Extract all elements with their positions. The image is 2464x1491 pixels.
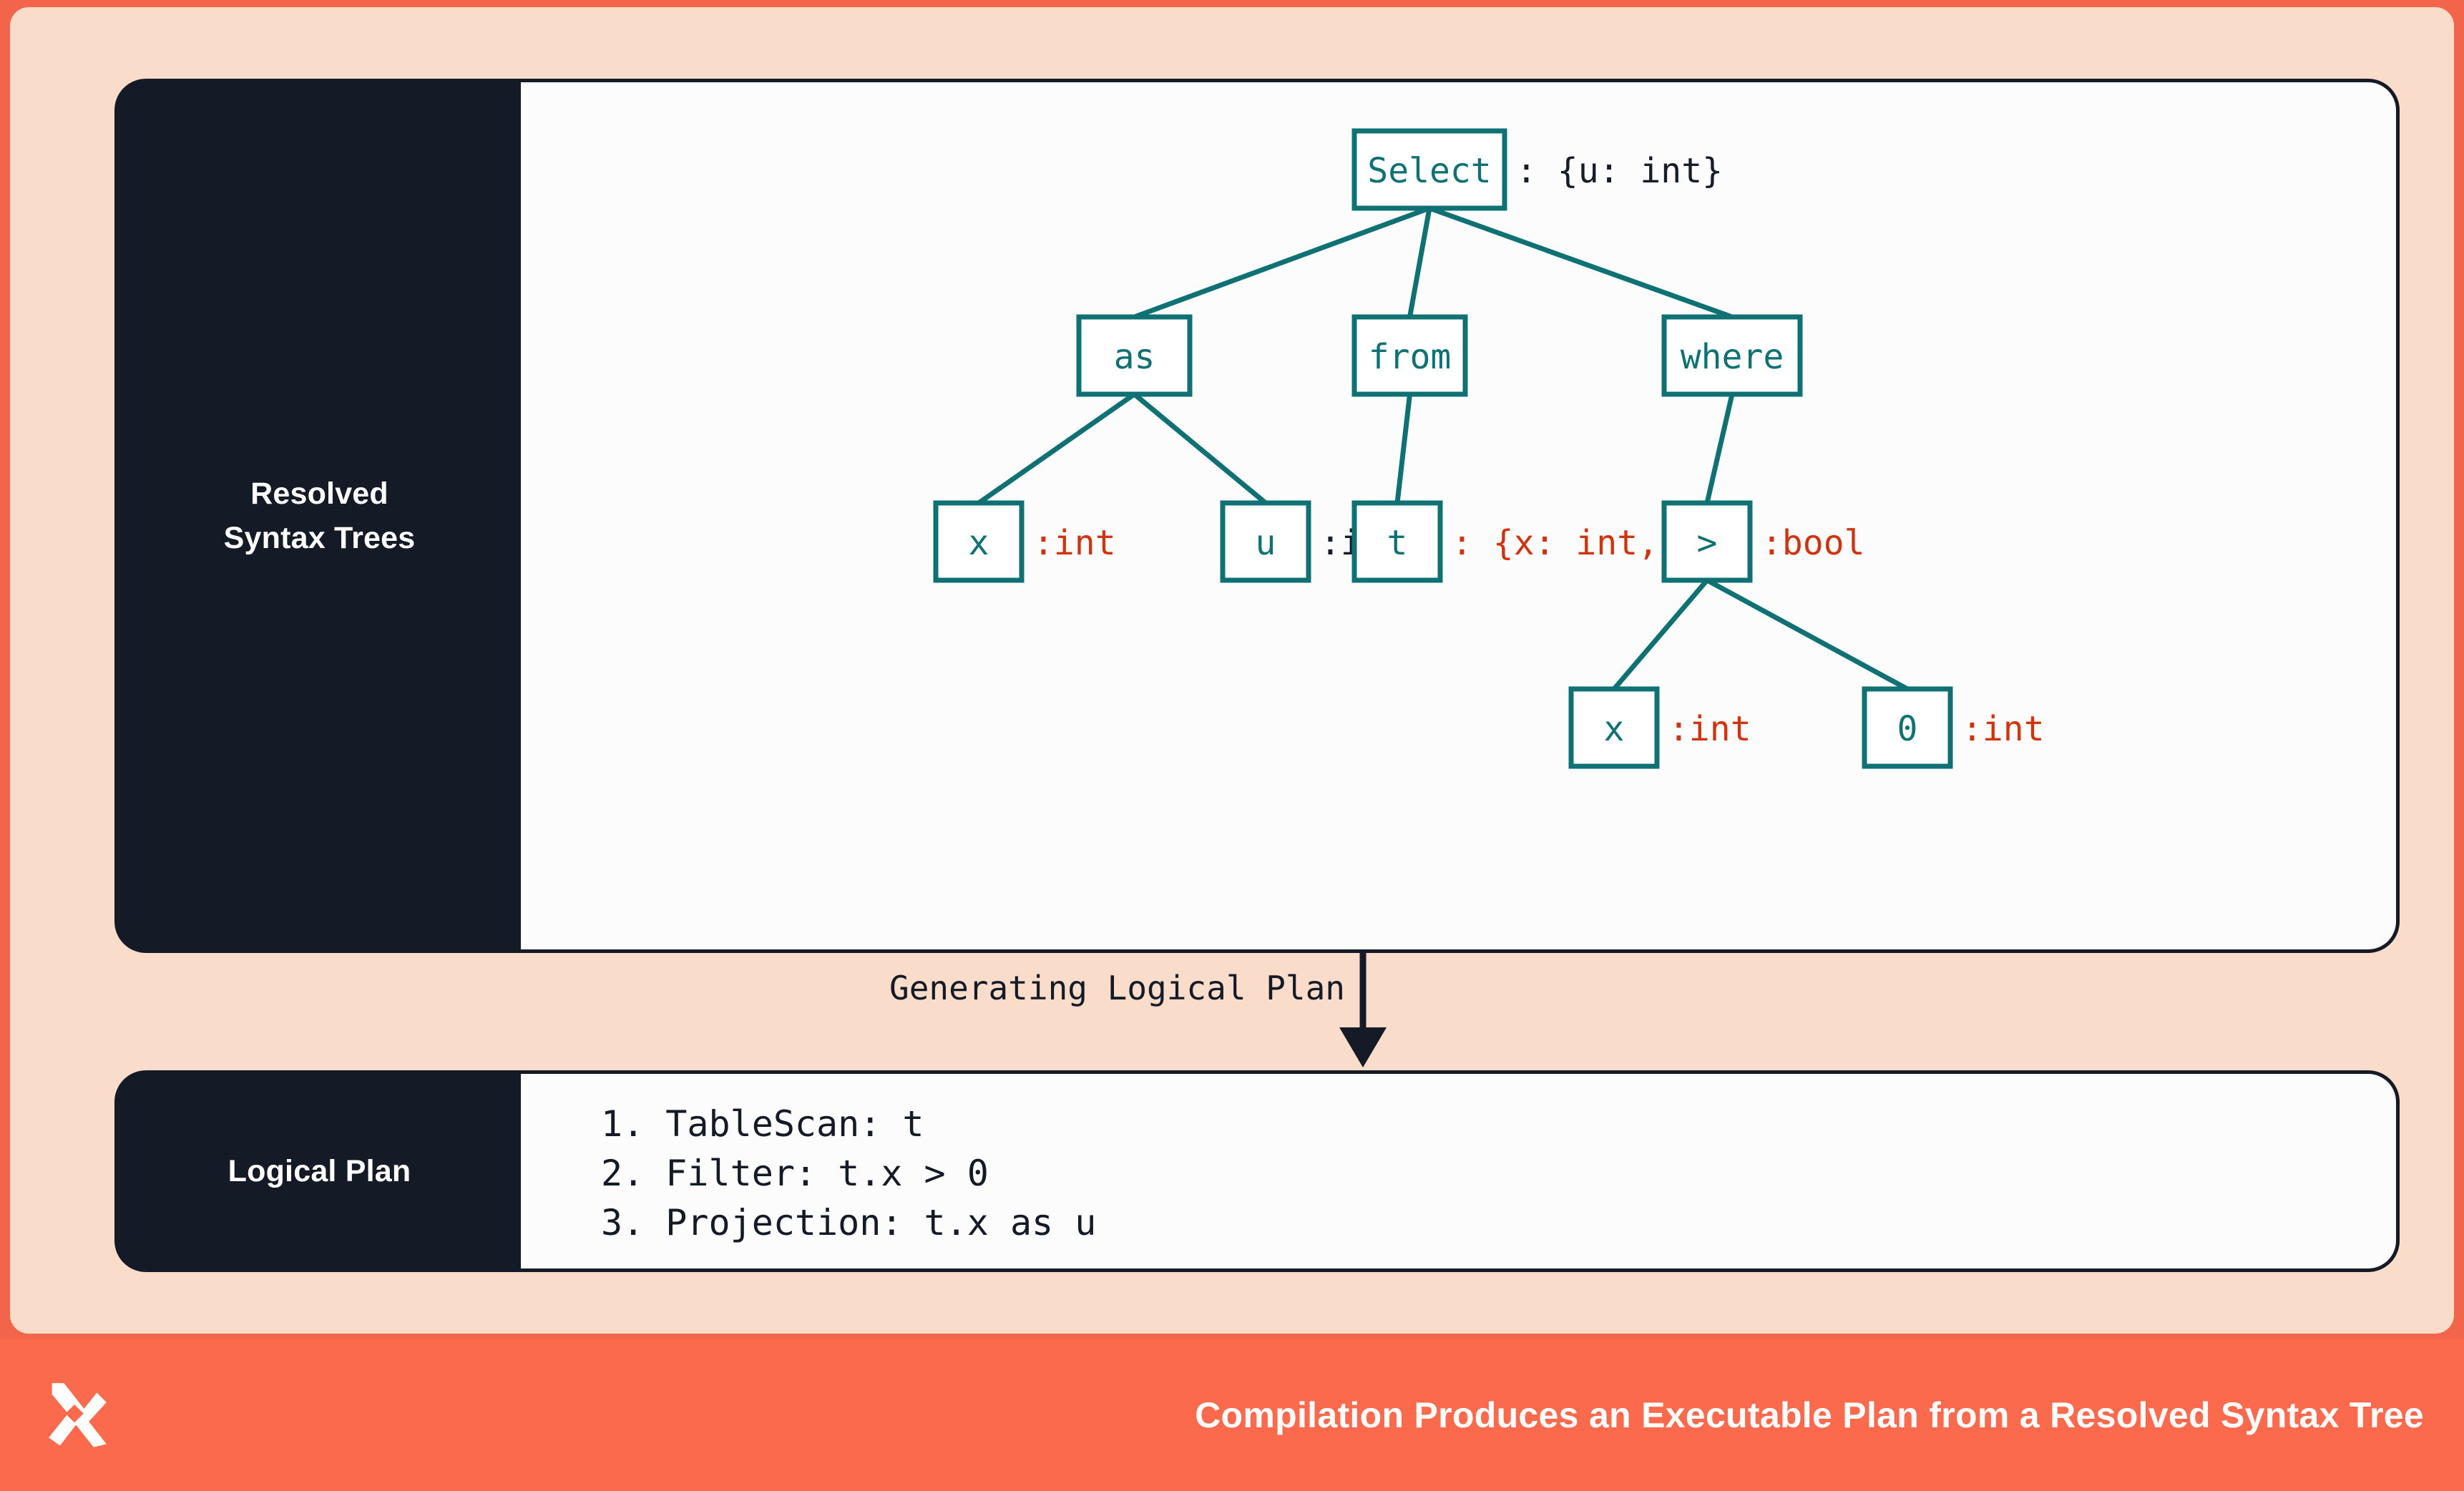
tree-node-as[interactable]: as xyxy=(1076,314,1193,397)
tree-node-label: 0 xyxy=(1897,709,1918,749)
logical-plan-panel: Logical Plan 1. TableScan: t 2. Filter: t… xyxy=(114,1070,2400,1272)
logical-plan-label: Logical Plan xyxy=(118,1074,521,1268)
poster-canvas: Resolved Syntax Trees Select : {u: int} as… xyxy=(10,7,2454,1334)
footer-caption: Compilation Produces an Executable Plan … xyxy=(1195,1395,2424,1435)
tree-node-type-annotation: :int xyxy=(1033,523,1116,563)
tree-node-box xyxy=(1661,500,1753,583)
tree-node-type-annotation: :bool xyxy=(1761,523,1865,563)
logical-plan-step: 2. Filter: t.x > 0 xyxy=(601,1153,989,1194)
tree-node-label: Select xyxy=(1367,151,1491,191)
tree-node-type-annotation: :int xyxy=(1668,709,1751,749)
tree-node-select[interactable]: Select : {u: int} xyxy=(1351,128,1723,211)
tree-node-box xyxy=(1351,500,1443,583)
tree-node-box xyxy=(1220,500,1311,583)
tree-node-box xyxy=(1862,686,1953,769)
tree-node-label: u xyxy=(1256,523,1276,563)
tree-node-zero[interactable]: 0 :int xyxy=(1862,686,2045,769)
panel-label-line-1: Resolved xyxy=(250,476,388,511)
syntax-tree-canvas: Select : {u: int} as from where x :int u :int t : … xyxy=(521,82,2396,949)
tree-edge xyxy=(1706,577,1909,692)
tree-node-gt[interactable]: > :bool xyxy=(1661,500,1865,583)
resolved-syntax-trees-label: Resolved Syntax Trees xyxy=(118,82,521,949)
resolved-syntax-trees-panel: Resolved Syntax Trees Select : {u: int} as… xyxy=(114,79,2400,953)
panel-label-line-2: Syntax Trees xyxy=(223,521,416,555)
tree-edge xyxy=(977,392,1136,505)
tree-node-label: x xyxy=(1604,709,1625,749)
generating-logical-plan-transition: Generating Logical Plan xyxy=(114,953,2400,1070)
tree-node-type-annotation: : {u: int} xyxy=(1516,151,1723,191)
tree-node-x1[interactable]: x :int xyxy=(933,500,1116,583)
transition-label: Generating Logical Plan xyxy=(889,969,1345,1007)
tree-node-box xyxy=(1568,686,1660,769)
tree-node-box xyxy=(1351,128,1507,211)
logical-plan-steps: 1. TableScan: t 2. Filter: t.x > 0 3. Proj… xyxy=(601,1100,1096,1248)
tree-node-layer: Select : {u: int} as from where x :int u :int t : … xyxy=(933,128,2045,769)
logical-plan-step: 1. TableScan: t xyxy=(601,1103,924,1145)
tree-edge xyxy=(1394,393,1412,504)
tree-node-box xyxy=(933,500,1025,583)
tree-edge xyxy=(1407,207,1432,318)
tree-edge xyxy=(1133,392,1268,505)
tree-node-where[interactable]: where xyxy=(1661,314,1803,397)
tree-node-from[interactable]: from xyxy=(1351,314,1468,397)
tree-node-label: x xyxy=(969,523,989,563)
tree-node-type-annotation: :int xyxy=(1962,709,2045,749)
tree-edge xyxy=(1612,578,1709,691)
tree-node-label: where xyxy=(1681,337,1784,377)
tree-edge-layer xyxy=(977,205,1909,692)
tree-edge xyxy=(1704,393,1735,504)
tree-node-box xyxy=(1076,314,1193,397)
x-star-logo-icon xyxy=(49,1383,107,1447)
tree-node-label: > xyxy=(1697,523,1718,563)
logical-plan-body: 1. TableScan: t 2. Filter: t.x > 0 3. Proj… xyxy=(521,1074,2396,1268)
tree-node-box xyxy=(1661,314,1803,397)
tree-node-box xyxy=(1351,314,1468,397)
tree-edge xyxy=(1133,205,1431,320)
tree-edge xyxy=(1428,205,1734,320)
tree-node-label: from xyxy=(1369,337,1452,377)
logical-plan-step: 3. Projection: t.x as u xyxy=(601,1202,1097,1243)
syntax-tree-graphic: Select : {u: int} as from where x :int u :int t : … xyxy=(933,128,2045,769)
tree-node-label: t xyxy=(1387,523,1408,563)
transition-arrow-graphic xyxy=(1339,953,1387,1067)
tree-node-label: as xyxy=(1114,337,1155,377)
tree-node-x2[interactable]: x :int xyxy=(1568,686,1751,769)
footer-banner: Compilation Produces an Executable Plan … xyxy=(0,1339,2464,1491)
